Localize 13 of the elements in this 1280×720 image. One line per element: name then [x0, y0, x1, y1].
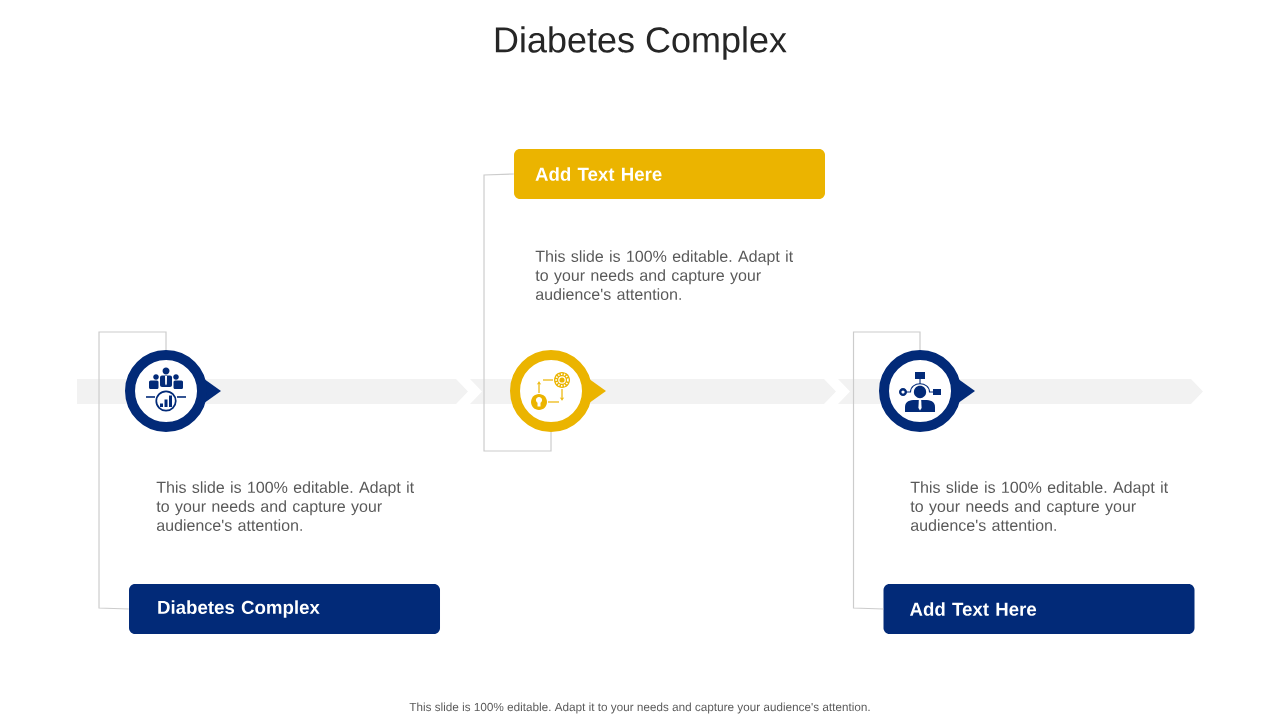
- connector-line: [483, 173, 552, 452]
- body-text: This slide is 100% editable. Adapt it to your needs and capture your audience's attention.: [156, 481, 414, 531]
- connector-line: [852, 331, 921, 610]
- body-text: This slide is 100% editable. Adapt it to your needs and capture your audience's attention.: [910, 481, 1168, 531]
- pointer-circle: [125, 350, 221, 432]
- body-text: This slide is 100% editable. Adapt it to your needs and capture your audience's attention.: [535, 250, 793, 300]
- footer-note: This slide is 100% editable. Adapt it to your needs and capture your audience's attention.: [409, 702, 870, 714]
- connector-line: [98, 331, 167, 610]
- heading-banner: Diabetes Complex: [129, 584, 440, 634]
- heading-banner: Add Text Here: [514, 149, 825, 199]
- title: Diabetes Complex: [495, 26, 787, 60]
- heading-banner: Add Text Here: [883, 584, 1195, 634]
- pointer-circle: [510, 350, 606, 432]
